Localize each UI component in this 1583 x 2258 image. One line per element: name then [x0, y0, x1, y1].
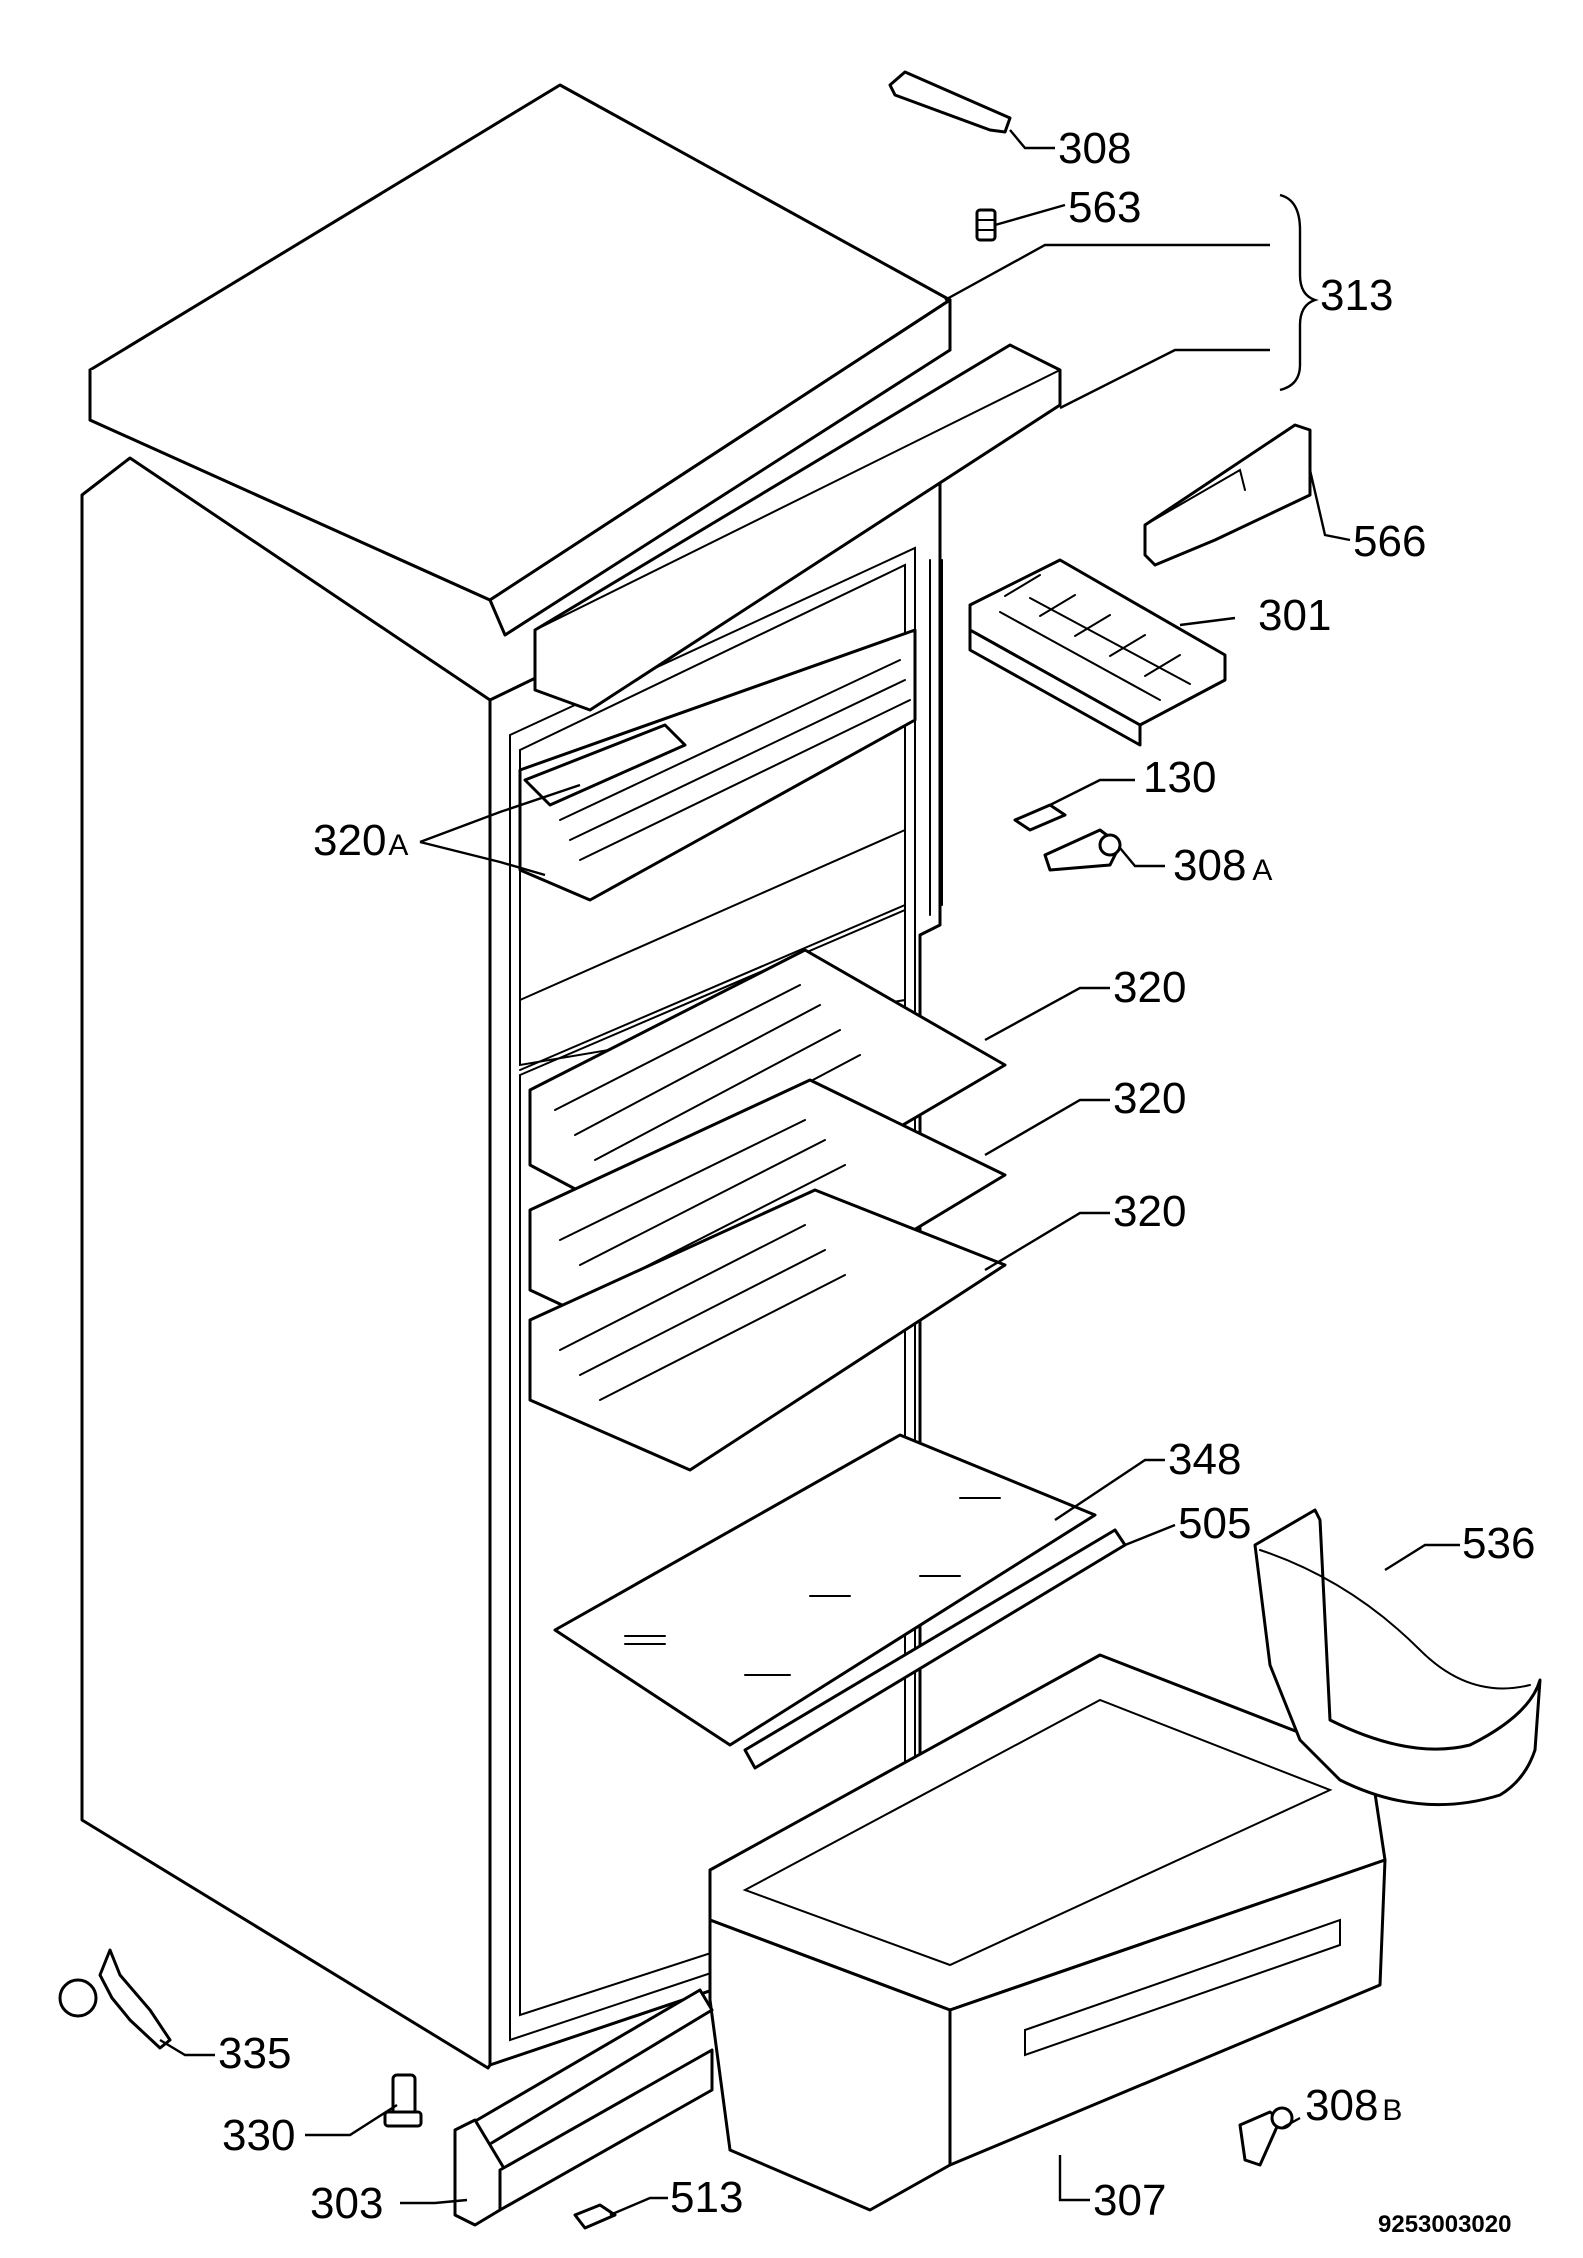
callout-348: 348 — [1168, 1435, 1241, 1484]
front-trim-strip — [533, 343, 1062, 712]
callout-320-3: 320 — [1113, 1187, 1186, 1236]
callout-563: 563 — [1068, 183, 1141, 232]
glass-shelf-3 — [528, 1188, 1007, 1472]
callout-303: 303 — [310, 2179, 383, 2228]
callout-308: 308 — [1058, 124, 1131, 173]
bottom-left-hinge — [58, 1948, 172, 2050]
door-bin — [1253, 1508, 1542, 1807]
freezer-shelf — [518, 628, 917, 902]
callout-330: 330 — [222, 2111, 295, 2160]
ice-scoop — [1143, 423, 1312, 567]
crisper-cover-glass — [553, 1433, 1097, 1747]
leader-lines — [159, 129, 1460, 2217]
callout-513: 513 — [670, 2173, 743, 2222]
callout-130: 130 — [1143, 753, 1216, 802]
callout-320-1: 320 — [1113, 963, 1186, 1012]
callout-320a: 320A — [313, 816, 408, 865]
top-hinge — [888, 70, 1012, 134]
middle-hinge — [1043, 828, 1122, 872]
plinth — [453, 1988, 714, 2227]
crisper-drawer — [708, 1653, 1387, 2212]
callout-320-2: 320 — [1113, 1074, 1186, 1123]
plinth-clip — [573, 2203, 617, 2230]
callout-307: 307 — [1093, 2176, 1166, 2225]
screw-top — [975, 208, 997, 242]
callout-505: 505 — [1178, 1499, 1251, 1548]
document-code: 9253003020 — [1378, 2211, 1511, 2238]
top-cover — [88, 83, 952, 637]
ice-cube-tray — [968, 558, 1227, 747]
callout-566: 566 — [1353, 517, 1426, 566]
callout-301: 301 — [1258, 591, 1331, 640]
middle-hinge-plate — [1013, 803, 1067, 832]
adjustable-foot — [383, 2073, 423, 2128]
freezer-plate — [523, 723, 687, 807]
callout-536: 536 — [1462, 1519, 1535, 1568]
callout-313: 313 — [1320, 271, 1393, 320]
bottom-right-hinge — [1238, 2106, 1294, 2167]
callout-335: 335 — [218, 2029, 291, 2078]
